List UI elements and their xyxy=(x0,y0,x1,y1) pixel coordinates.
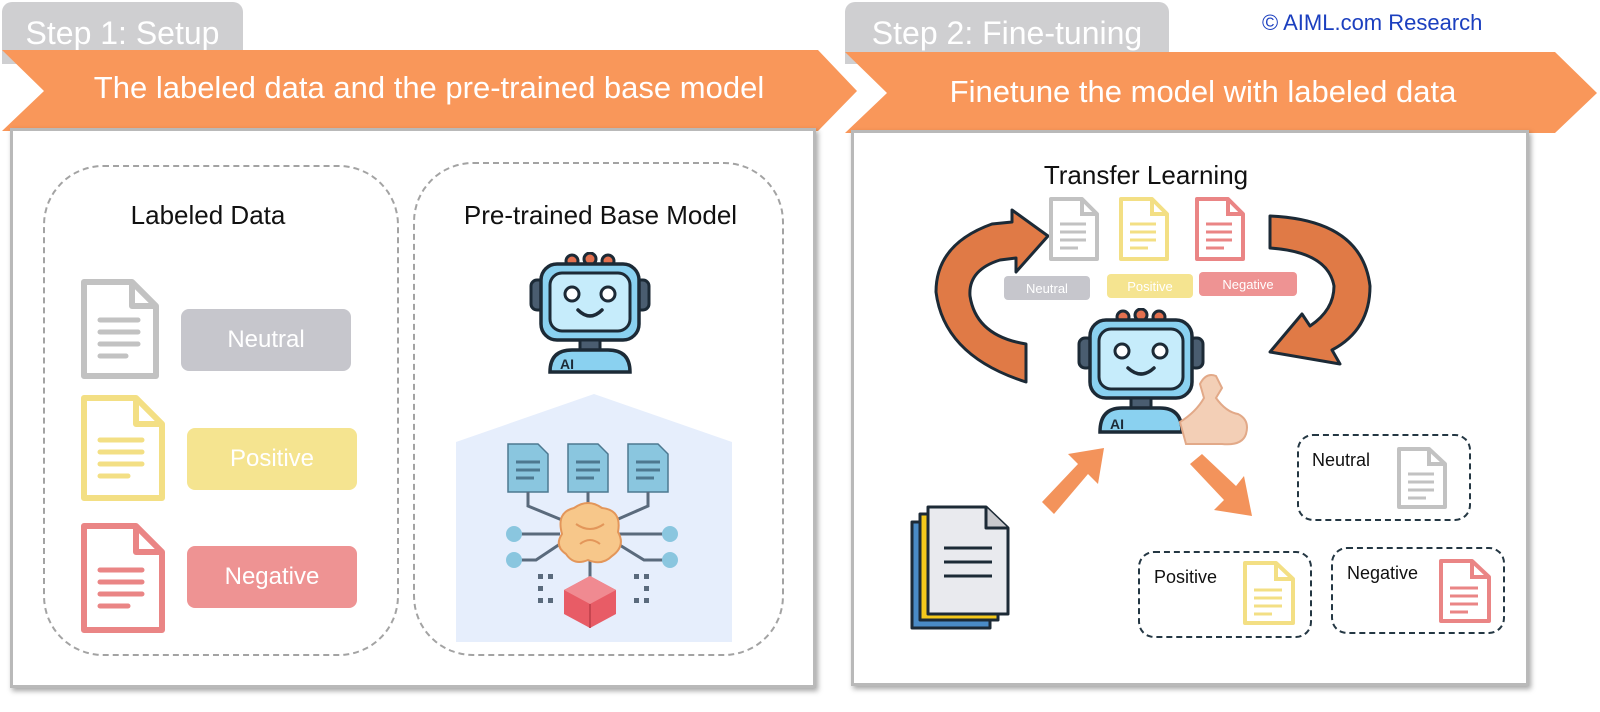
curved-arrow-left-icon xyxy=(934,208,1050,384)
neutral-document-small-icon xyxy=(1049,197,1099,261)
neutral-document-icon xyxy=(81,279,159,379)
output-negative-label: Negative xyxy=(1347,563,1419,583)
step1-banner-text: The labeled data and the pre-trained bas… xyxy=(93,70,765,105)
base-model-box xyxy=(413,162,784,656)
step1-tab-label: Step 1: Setup xyxy=(25,14,220,51)
brain-icon xyxy=(557,502,622,564)
neural-model-icon xyxy=(456,394,732,642)
negative-tag-text: Negative xyxy=(1222,276,1274,292)
copyright-text: © AIML.com Research xyxy=(1262,10,1483,35)
neutral-tag-text: Neutral xyxy=(1026,280,1068,296)
transfer-learning-title: Transfer Learning xyxy=(1043,160,1249,190)
input-document-icons xyxy=(507,443,669,493)
neutral-tag: Neutral xyxy=(1004,276,1090,300)
output-neutral-document-icon xyxy=(1397,447,1447,509)
base-model-title: Pre-trained Base Model xyxy=(463,200,738,230)
positive-label-text: Positive xyxy=(229,445,315,472)
curved-arrow-right-icon xyxy=(1268,214,1372,366)
positive-document-icon xyxy=(81,395,165,501)
labeled-data-box xyxy=(43,165,399,656)
negative-document-small-icon xyxy=(1195,197,1245,261)
output-positive-document-icon xyxy=(1243,561,1295,625)
negative-label-text: Negative xyxy=(224,563,320,590)
robot-badge: AI xyxy=(560,356,574,372)
output-positive-label: Positive xyxy=(1154,567,1218,587)
muscle-arm-icon xyxy=(1178,374,1248,446)
robot-finetuned-badge: AI xyxy=(1110,416,1124,432)
step2-banner xyxy=(845,52,1597,133)
robot-icon: AI xyxy=(529,252,651,374)
output-neutral-label: Neutral xyxy=(1312,450,1371,470)
negative-tag: Negative xyxy=(1199,272,1297,296)
output-neutral-box xyxy=(1297,434,1471,521)
positive-tag: Positive xyxy=(1107,274,1193,298)
document-stack-icon xyxy=(910,505,1010,630)
negative-document-icon xyxy=(81,523,165,633)
neutral-label: Neutral xyxy=(181,309,351,371)
output-negative-box xyxy=(1331,547,1505,634)
neutral-label-text: Neutral xyxy=(227,326,305,353)
step2-banner-text: Finetune the model with labeled data xyxy=(949,74,1457,109)
step2-tab-label: Step 2: Fine-tuning xyxy=(871,14,1143,51)
arrow-down-right-icon xyxy=(1190,454,1252,516)
arrow-up-right-icon xyxy=(1042,448,1104,514)
robot-finetuned-icon: AI xyxy=(1077,308,1205,434)
labeled-data-title: Labeled Data xyxy=(130,200,286,230)
positive-document-small-icon xyxy=(1119,197,1169,261)
negative-label: Negative xyxy=(187,546,357,608)
output-positive-box xyxy=(1138,551,1312,638)
output-negative-document-icon xyxy=(1439,559,1491,623)
positive-label: Positive xyxy=(187,428,357,490)
positive-tag-text: Positive xyxy=(1127,278,1173,294)
step1-banner xyxy=(2,50,857,131)
